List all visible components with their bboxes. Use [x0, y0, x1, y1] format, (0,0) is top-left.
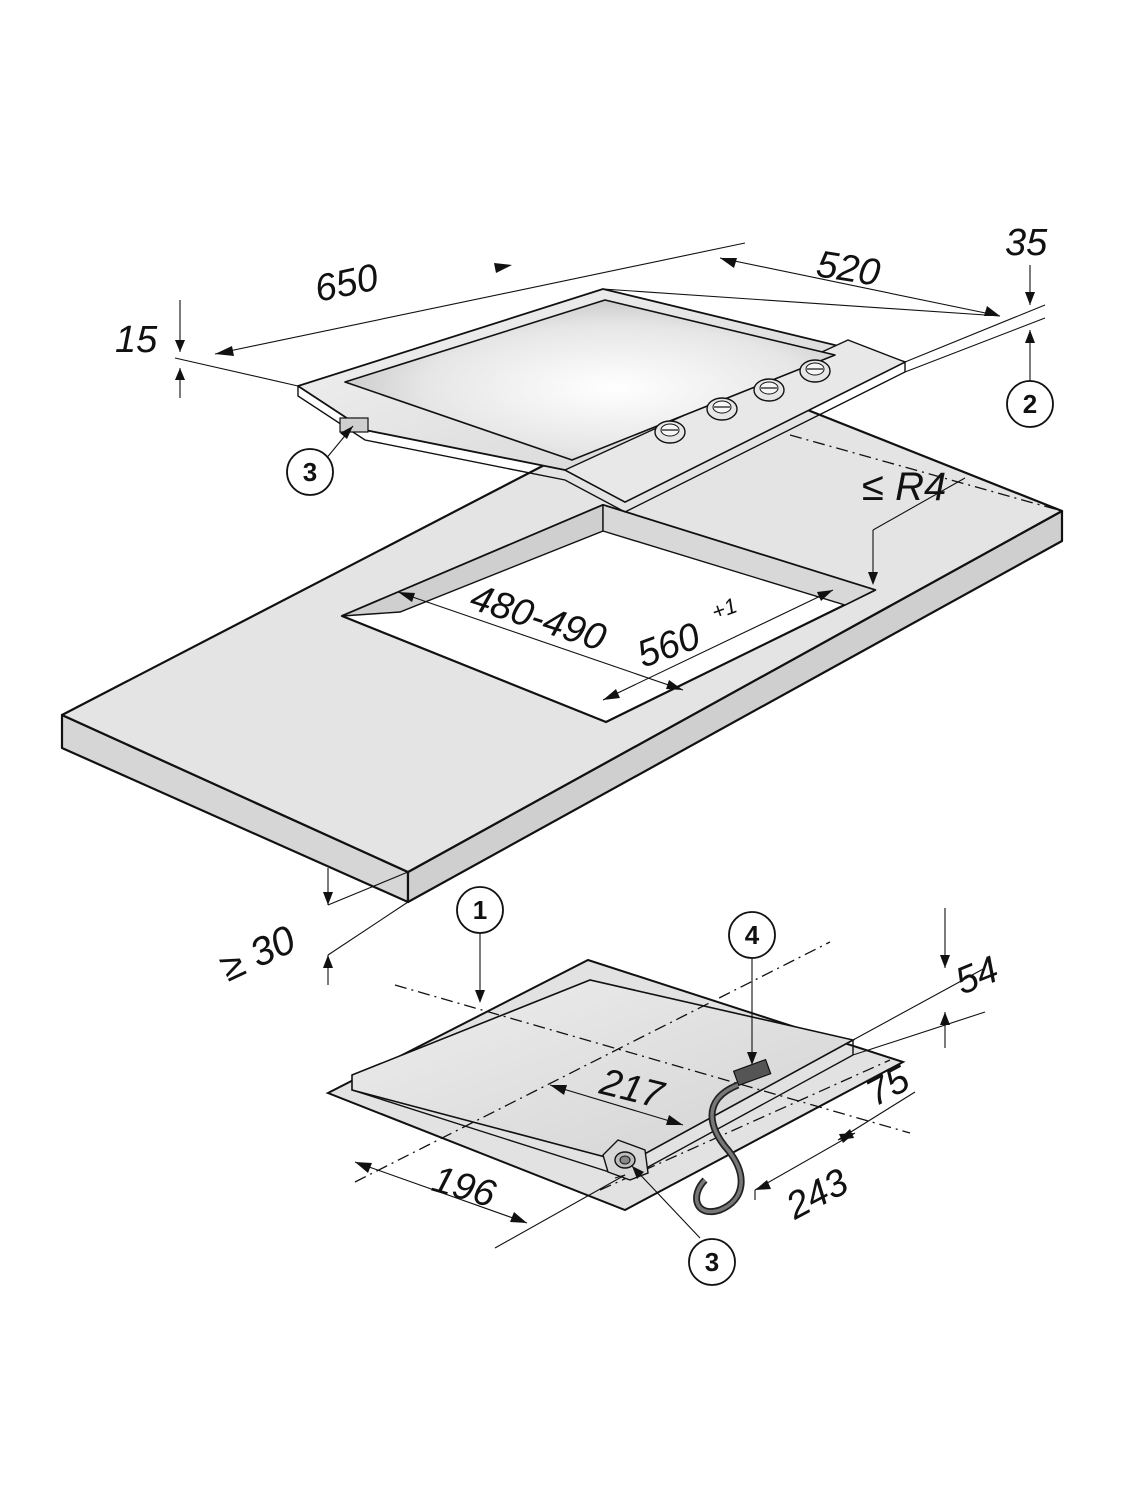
worktop	[60, 401, 1064, 904]
callout-1-label: 1	[473, 895, 487, 925]
dim-35: 35	[1005, 222, 1048, 264]
dim-196: 196	[428, 1158, 501, 1216]
electric-cable	[693, 1058, 772, 1216]
callout-2: 2	[1006, 372, 1054, 428]
callout-3-top: 3	[286, 425, 354, 496]
hob-cooking-surface	[344, 299, 836, 461]
top-dimension-lines	[174, 242, 1046, 985]
worktop-bottom-dash	[61, 747, 409, 903]
control-knob[interactable]	[654, 420, 686, 444]
hob-underside-view	[325, 908, 986, 1249]
callout-4: 4	[728, 911, 776, 1065]
dim-54: 54	[950, 949, 1005, 1004]
underside-body	[351, 979, 856, 1164]
control-knob[interactable]	[753, 378, 785, 402]
callout-3-bottom: 3	[631, 1165, 736, 1286]
hob-gas-nub	[339, 417, 369, 433]
dim-520: 520	[814, 243, 883, 294]
callouts: 2 3 1 4 3	[286, 372, 1054, 1286]
hob-top-view	[297, 288, 907, 513]
dim-30: ≥ 30	[213, 917, 302, 990]
dim-r4: ≤ R4	[862, 465, 946, 509]
hob-knobs	[654, 359, 831, 444]
callout-3-top-label: 3	[303, 457, 317, 487]
dim-15: 15	[115, 319, 158, 361]
callout-3-bottom-label: 3	[705, 1247, 719, 1277]
dim-650: 650	[311, 257, 382, 311]
dim-243: 243	[779, 1161, 856, 1228]
cutout-right-wall	[602, 504, 877, 606]
control-knob[interactable]	[799, 359, 831, 383]
callout-1: 1	[456, 886, 504, 1003]
callout-2-label: 2	[1023, 389, 1037, 419]
callout-4-label: 4	[745, 920, 760, 950]
control-knob[interactable]	[706, 397, 738, 421]
